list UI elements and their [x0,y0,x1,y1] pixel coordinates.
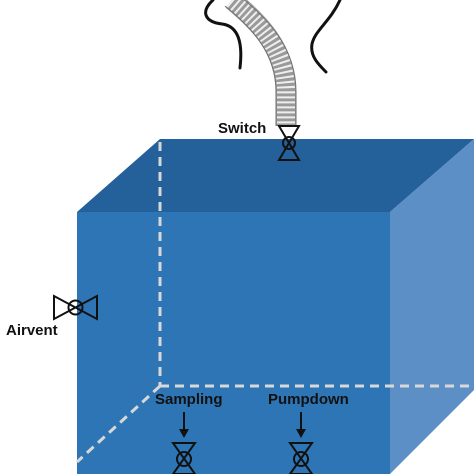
sampling-label: Sampling [155,391,223,408]
cable-right [310,0,342,74]
pumpdown-label: Pumpdown [268,391,349,408]
airvent-valve-icon[interactable] [53,294,98,321]
sampling-arrow-icon [179,412,189,438]
sampling-valve-icon[interactable] [171,442,197,474]
hose-ribs [226,0,295,126]
corrugated-hose-icon [224,0,297,126]
switch-valve-icon[interactable] [277,125,301,161]
switch-label: Switch [218,120,266,137]
tank-front-face [77,212,390,474]
hidden-edge-diagonal [75,384,162,464]
cable-left [204,0,243,70]
tank-top-face [77,139,474,212]
pumpdown-valve-icon[interactable] [288,442,314,474]
airvent-label: Airvent [6,322,58,339]
hose-outline-outer [224,5,277,126]
tank [75,139,474,474]
tank-side-face [390,139,474,474]
cable-icon [204,0,342,74]
tank-hidden-edges [75,142,474,464]
hose-outline-inner [243,0,297,126]
pumpdown-arrow-icon [296,412,306,438]
